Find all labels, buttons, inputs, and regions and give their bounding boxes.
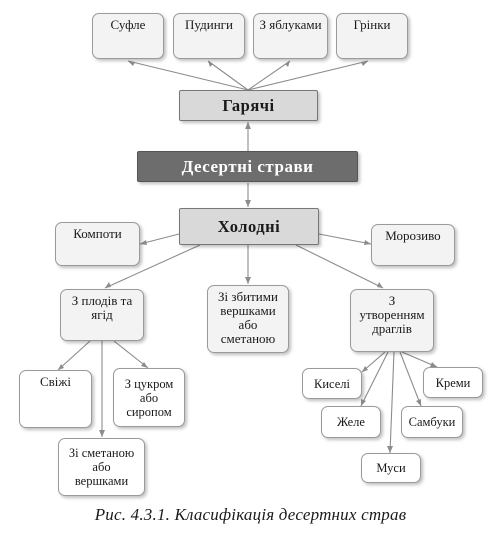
node-souffle: Суфле: [92, 13, 164, 59]
node-kissels: Киселі: [302, 368, 362, 399]
node-mousses: Муси: [361, 453, 421, 483]
node-sambuca: Самбуки: [401, 406, 463, 438]
figure-caption: Рис. 4.3.1. Класифікація десертних страв: [94, 505, 407, 524]
node-fresh: Свіжі: [19, 370, 92, 428]
node-croutons: Грінки: [336, 13, 408, 59]
connector-lines: [57, 60, 438, 454]
node-from-fruits-berries: З плодів та ягід: [60, 289, 144, 341]
node-dessert-dishes: Десертні страви: [137, 151, 358, 182]
node-creams: Креми: [423, 367, 483, 398]
node-gelling: З утворенням драглів: [350, 289, 434, 352]
node-jelly: Желе: [321, 406, 381, 438]
node-ice-cream: Морозиво: [371, 224, 455, 266]
node-with-sugar-or-syrup: З цукром або сиропом: [113, 368, 185, 427]
node-cold: Холодні: [179, 208, 319, 245]
node-compotes: Компоти: [55, 222, 140, 266]
arrowheads: [58, 61, 437, 453]
node-hot: Гарячі: [179, 90, 318, 121]
node-with-apples: З яблуками: [253, 13, 328, 59]
node-with-sour-cream-or-cream: Зі сметаною або вершками: [58, 438, 145, 496]
node-puddings: Пудинги: [173, 13, 245, 59]
node-whipped-cream-sour-cream: Зі збитими вершками або сметаною: [207, 285, 289, 353]
